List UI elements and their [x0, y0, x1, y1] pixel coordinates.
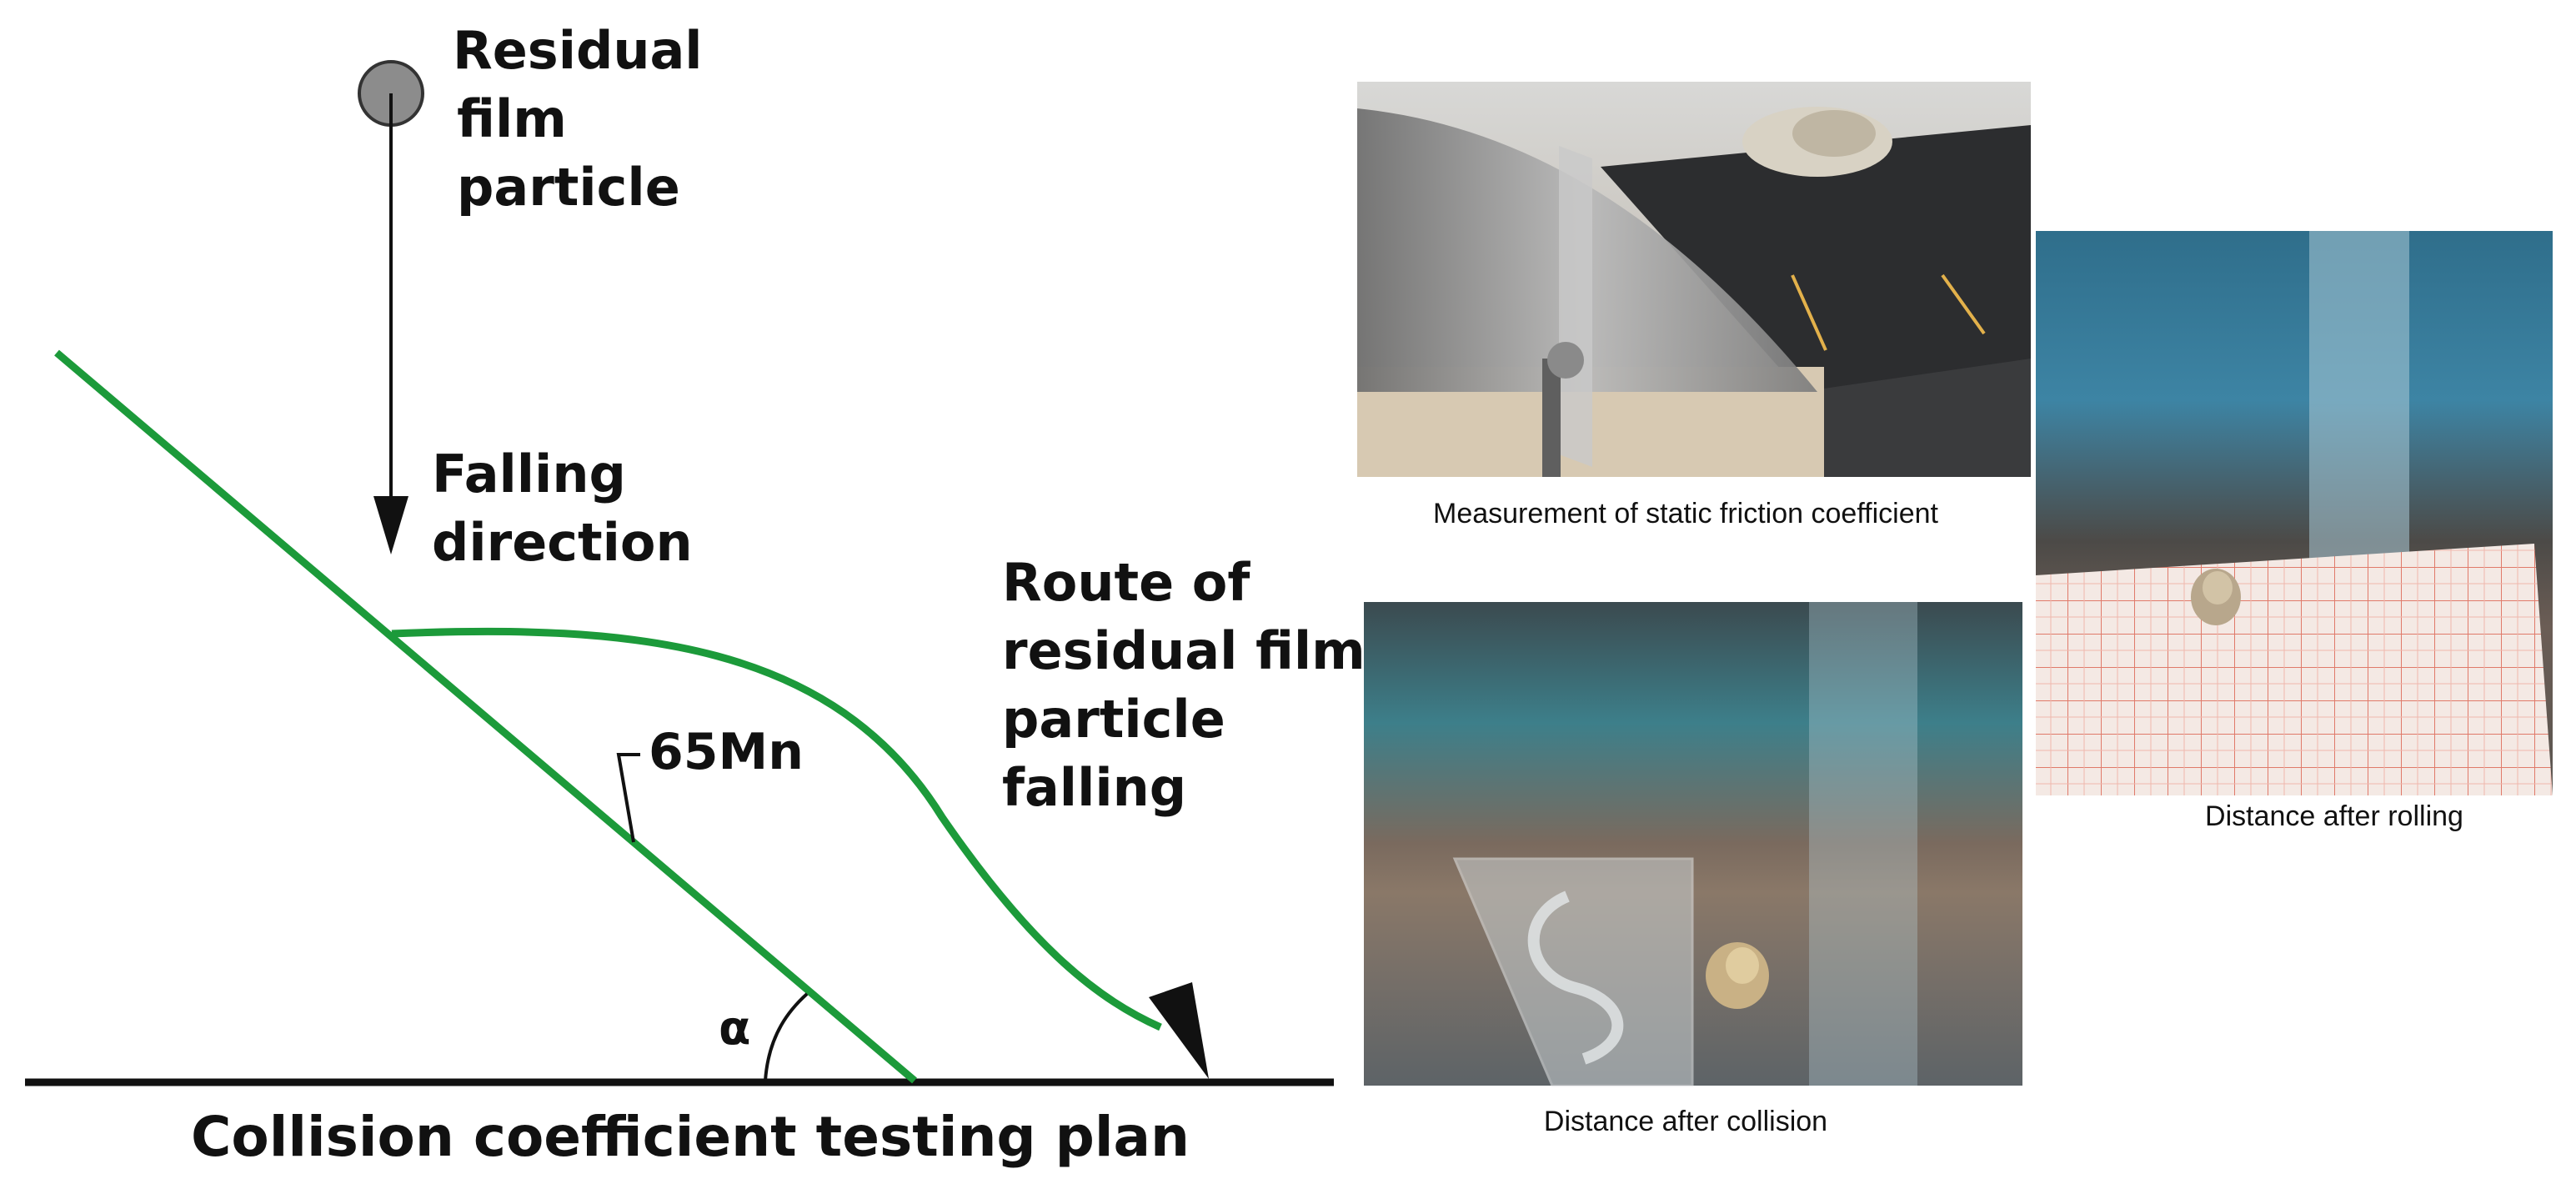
rolling-photo: Distance after rolling [2036, 231, 2553, 832]
angle-arc [764, 992, 809, 1081]
collision-photo: Distance after collision [1364, 602, 2022, 1137]
collision-diagram: Residual film particle Falling direction… [25, 20, 1383, 1169]
particle-route-path [391, 627, 1162, 1031]
friction-photo: Measurement of static friction coefficie… [1357, 82, 2031, 529]
collision-caption: Distance after collision [1544, 1106, 1827, 1137]
particle-label: Residual film particle [453, 20, 720, 218]
material-leader [616, 753, 640, 843]
falling-arrowhead [373, 496, 408, 554]
rolling-caption: Distance after rolling [2205, 800, 2463, 832]
falling-label: Falling direction [432, 444, 693, 573]
plan-title: Collision coefficient testing plan [191, 1105, 1190, 1169]
angle-label: α [719, 1001, 750, 1056]
friction-caption: Measurement of static friction coefficie… [1433, 498, 1939, 529]
route-arrowhead [1149, 982, 1209, 1079]
inclined-plate [54, 349, 917, 1084]
material-label: 65Mn [649, 723, 804, 781]
route-label: Route of residual film particle falling [1002, 552, 1383, 818]
